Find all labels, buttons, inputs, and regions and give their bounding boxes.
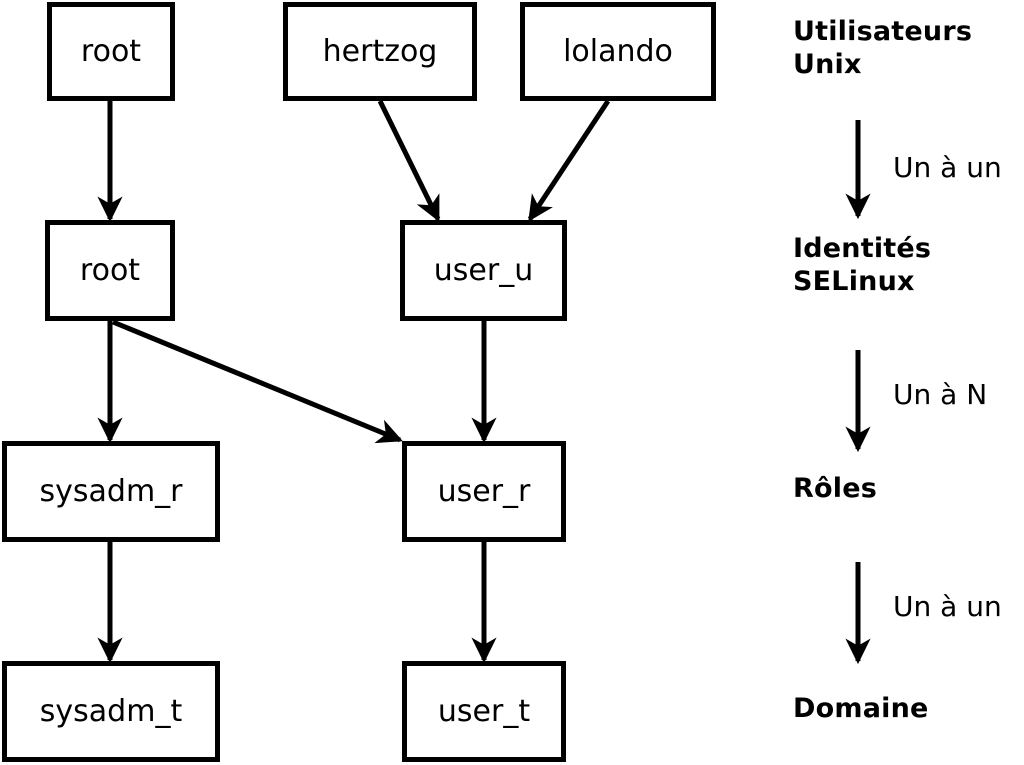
relation-users-to-identities-label: Un à un [893,151,1002,184]
legend-level-unix-users: Utilisateurs Unix [793,16,973,80]
node-unix-root[interactable]: root [47,2,175,101]
edge-hertzog-to-user-u-arrow-icon [377,99,441,222]
legend-level-domain: Domaine [793,693,929,724]
relation-roles-to-domain-label: Un à un [893,590,1002,623]
node-dom-sysadm[interactable]: sysadm_t [2,661,220,762]
edge-ident-root-to-user-r-arrow-icon [112,319,403,444]
relation-identities-to-roles-label: Un à N [893,378,988,411]
node-label: sysadm_r [39,473,183,509]
node-unix-hertzog[interactable]: hertzog [283,2,477,101]
node-label: user_t [437,693,531,729]
node-label: root [80,33,142,69]
edge-lolando-to-user-u-arrow-icon [527,99,611,222]
node-role-user[interactable]: user_r [402,441,566,542]
node-label: lolando [563,33,673,69]
node-dom-user[interactable]: user_t [402,661,566,762]
node-label: hertzog [322,33,438,69]
node-unix-lolando[interactable]: lolando [520,2,716,101]
node-label: root [79,252,141,288]
node-label: user_r [437,473,531,509]
node-ident-root[interactable]: root [45,220,175,321]
node-ident-user-u[interactable]: user_u [400,220,567,321]
legend-level-roles: Rôles [793,473,877,504]
node-label: sysadm_t [39,693,183,729]
node-role-sysadm[interactable]: sysadm_r [2,441,220,542]
legend-level-selinux-identities: Identités SELinux [793,233,932,297]
node-label: user_u [433,252,534,288]
